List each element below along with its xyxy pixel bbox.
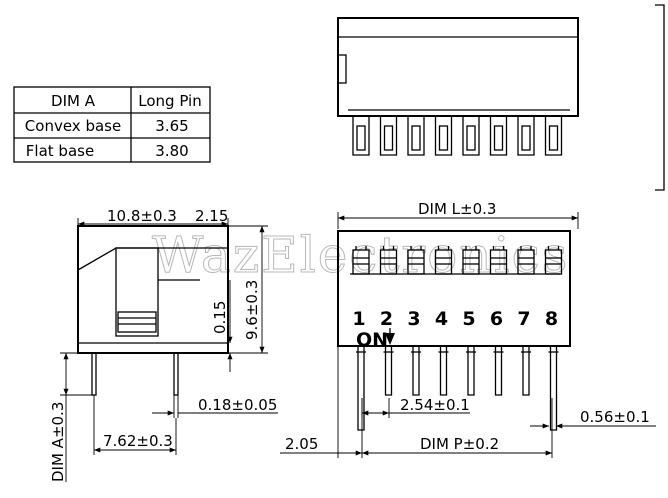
switch-number: 8 <box>545 308 558 330</box>
switch-actuator <box>352 246 370 275</box>
dim-width-side: 10.8±0.3 <box>107 207 177 225</box>
dim-step: 0.15 <box>211 301 229 334</box>
dim-row-spacing: 7.62±0.3 <box>103 432 173 450</box>
table-cell-convex-base: Convex base <box>25 117 121 135</box>
top-pin <box>434 116 453 156</box>
top-pin <box>517 116 535 156</box>
switch-number: 6 <box>490 308 503 330</box>
front-pin <box>411 346 421 396</box>
switch-actuator <box>434 246 453 275</box>
switch-number: 3 <box>407 308 420 330</box>
switch-actuator <box>462 246 480 275</box>
watermark-text: WazElectronics <box>152 226 569 284</box>
switch-number: 5 <box>462 308 475 330</box>
top-pin <box>462 116 480 156</box>
dim-p: DIM P±0.2 <box>420 435 499 453</box>
table-header-long-pin: Long Pin <box>138 92 201 110</box>
switch-number: 4 <box>435 308 448 330</box>
front-pin <box>521 346 531 396</box>
switch-actuator <box>517 246 535 275</box>
dim-edge-offset: 2.05 <box>285 435 318 453</box>
switch-actuator <box>379 246 398 275</box>
top-pin <box>352 116 370 156</box>
front-pin <box>493 346 504 396</box>
front-pin <box>438 346 449 396</box>
switch-actuator <box>489 246 508 275</box>
dim-height: 9.6±0.3 <box>243 280 261 340</box>
top-pin <box>379 116 398 156</box>
top-pin <box>407 116 425 156</box>
on-label: ON <box>356 329 388 351</box>
table-cell-flat-base: Flat base <box>26 142 94 160</box>
top-pin <box>489 116 508 156</box>
table-cell-flat-value: 3.80 <box>155 142 188 160</box>
side-view: 10.8±0.3 2.15 9.6±0.3 0.15 0.18±0.05 7.6… <box>49 207 278 482</box>
top-view <box>337 17 579 156</box>
switch-group <box>352 246 563 275</box>
front-pin-group <box>356 346 559 431</box>
front-pin <box>383 346 394 396</box>
switch-actuator <box>407 246 425 275</box>
dim-pitch: 2.54±0.1 <box>400 396 470 414</box>
switch-number: 2 <box>380 308 393 330</box>
front-pin <box>548 346 559 431</box>
dim-l: DIM L±0.3 <box>418 200 496 218</box>
table-cell-convex-value: 3.65 <box>155 117 188 135</box>
on-arrow <box>385 333 395 345</box>
top-pin-group <box>352 116 563 156</box>
switch-actuator <box>544 246 563 275</box>
dim-pin-thickness: 0.18±0.05 <box>198 396 277 414</box>
table-header-dim: DIM A <box>51 92 96 110</box>
dim-a: DIM A±0.3 <box>49 402 67 482</box>
front-pin <box>466 346 476 396</box>
dim-pin-width: 0.56±0.1 <box>580 408 650 426</box>
dim-offset-top: 2.15 <box>195 207 228 225</box>
switch-number: 7 <box>517 308 530 330</box>
top-pin <box>544 116 563 156</box>
dim-table: DIM A Long Pin Convex base 3.65 Flat bas… <box>13 86 211 163</box>
frame-edge <box>655 4 665 191</box>
switch-number: 1 <box>352 308 365 330</box>
front-pin <box>356 346 366 431</box>
